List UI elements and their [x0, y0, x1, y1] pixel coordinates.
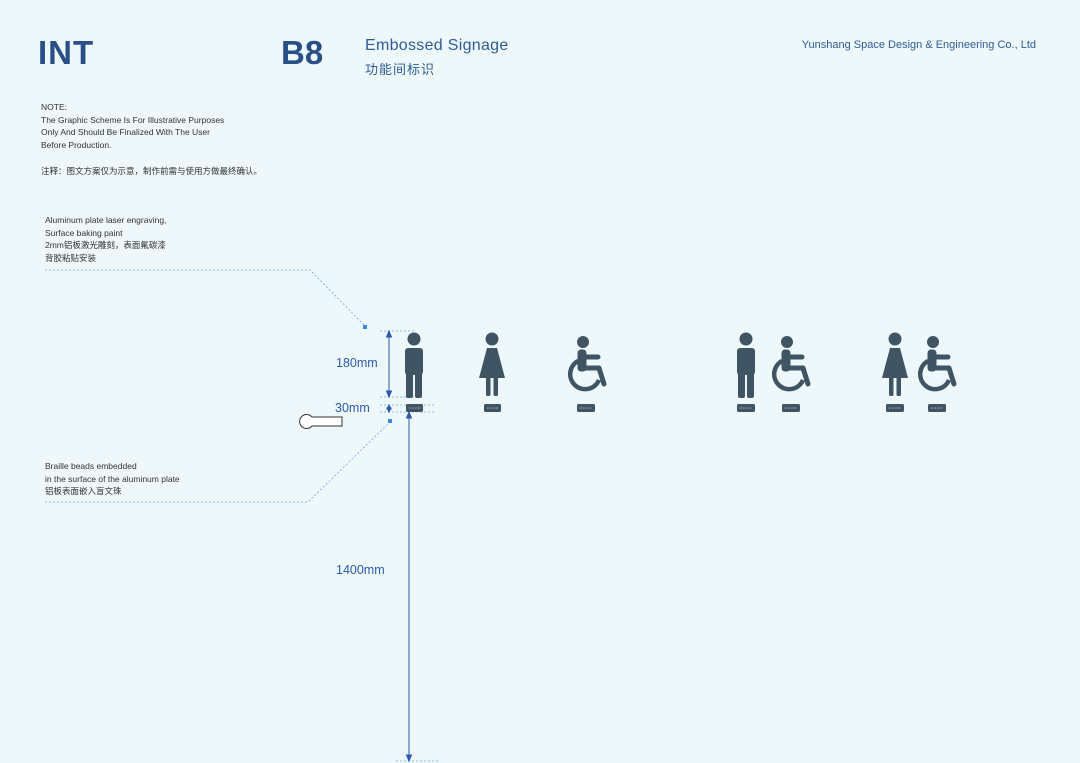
male-icon — [737, 332, 755, 398]
braille-plate — [782, 404, 800, 412]
dim-arrow — [405, 754, 413, 763]
wheelchair-icon — [920, 337, 954, 390]
braille-plate — [928, 404, 946, 412]
material-leader-dot — [363, 325, 367, 329]
wheelchair-icon — [570, 337, 604, 390]
page-title: Embossed Signage — [365, 37, 509, 54]
material-line: Surface baking paint — [45, 227, 123, 238]
sign-code: B8 — [281, 34, 324, 71]
braille-leader — [45, 421, 391, 503]
sign-height-label: 180mm — [336, 356, 378, 370]
braille-plates — [406, 404, 946, 412]
braille-line: Braille beads embedded — [45, 461, 137, 471]
note-line: Only And Should Be Finalized With The Us… — [41, 127, 210, 137]
note-block: NOTE: The Graphic Scheme Is For Illustra… — [41, 101, 224, 151]
note-line: NOTE: — [41, 102, 67, 112]
note-line: Before Production. — [41, 139, 112, 150]
company-name: Yunshang Space Design & Engineering Co.,… — [801, 39, 1036, 51]
female-icon — [479, 332, 505, 396]
dim-arrow — [386, 407, 392, 414]
male-icon — [405, 332, 423, 398]
mount-height-label: 1400mm — [336, 563, 385, 577]
note-line: The Graphic Scheme Is For Illustrative P… — [41, 114, 225, 125]
braille-plate — [406, 404, 423, 412]
material-line: Aluminum plate laser engraving, — [45, 215, 167, 225]
page-title-cn: 功能间标识 — [365, 62, 436, 77]
braille-dots — [409, 407, 942, 409]
material-leader — [45, 269, 366, 327]
note-cn: 注释：图文方案仅为示意，制作前需与使用方做最终确认。 — [41, 166, 263, 176]
door-handle — [299, 414, 343, 429]
category-label: INT — [38, 34, 95, 71]
wheelchair-icon — [774, 337, 808, 390]
braille-leader-dot — [388, 419, 392, 423]
dimension-lines — [385, 329, 413, 763]
female-icon — [882, 332, 908, 396]
braille-line: in the surface of the aluminum plate — [45, 473, 180, 484]
dim-arrow — [385, 329, 393, 338]
braille-plate — [886, 404, 904, 412]
sign-icons — [405, 332, 954, 398]
material-line: 背胶粘贴安装 — [45, 252, 97, 263]
braille-line: 铝板表面嵌入盲文珠 — [45, 486, 122, 496]
braille-plate — [577, 404, 595, 412]
material-annotation: Aluminum plate laser engraving, Surface … — [45, 214, 166, 264]
dim-arrow — [385, 390, 393, 399]
braille-annotation: Braille beads embedded in the surface of… — [45, 460, 180, 498]
dim-arrow — [405, 410, 413, 419]
leader-lines — [45, 269, 440, 762]
braille-height-label: 30mm — [335, 401, 370, 415]
braille-plate — [484, 404, 501, 412]
braille-plate — [737, 404, 755, 412]
material-line: 2mm铝板激光雕刻，表面氟碳漆 — [45, 240, 166, 250]
